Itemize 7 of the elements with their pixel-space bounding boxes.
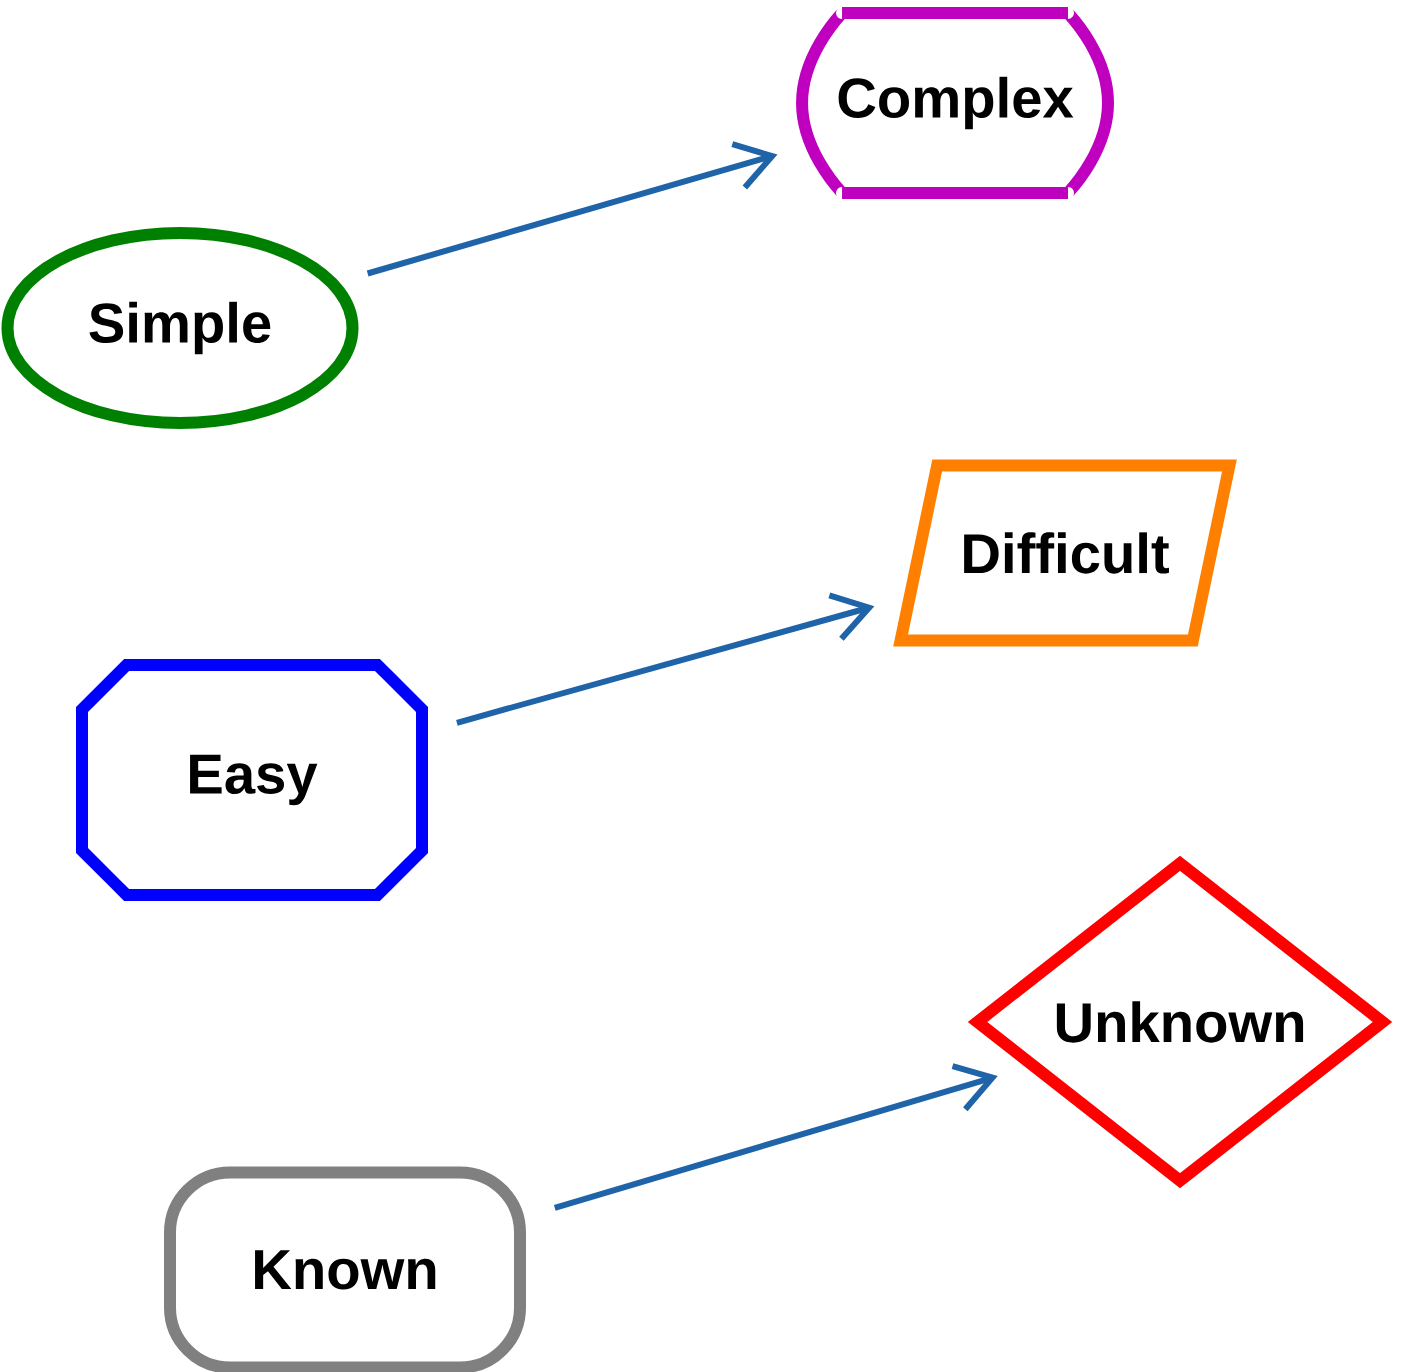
rounded-box: Complex [796,6,1114,199]
arrow [366,141,778,277]
arrow [553,1063,998,1211]
octagon-node: Easy [76,659,428,901]
rounded-box: Known [164,1166,526,1372]
ellipse-node: Simple [1,226,359,429]
arrow [456,592,875,726]
